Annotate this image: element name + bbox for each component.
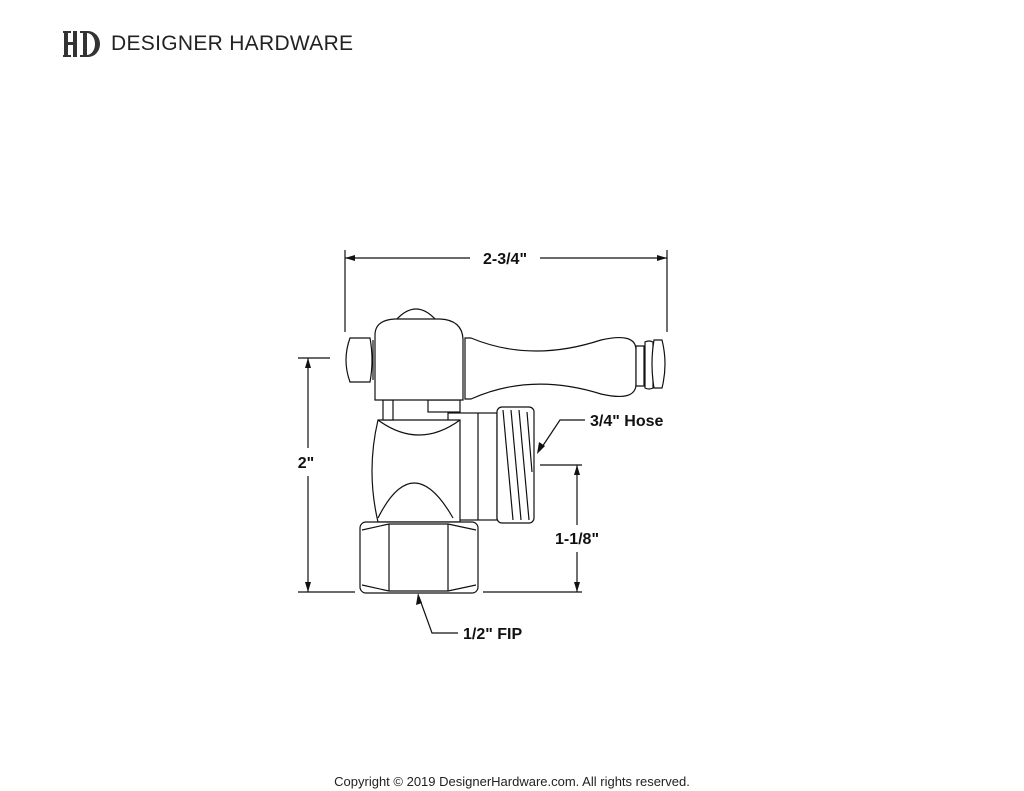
outlet-height-label: 1-1/8" — [555, 531, 599, 548]
width-label: 2-3/4" — [483, 251, 527, 268]
dh-logo — [63, 31, 100, 57]
outlet-height-dimension: 1-1/8" — [483, 464, 599, 593]
brand-header: DESIGNER HARDWARE — [63, 28, 353, 60]
brand-name: DESIGNER HARDWARE — [111, 32, 354, 55]
copyright: Copyright © 2019 DesignerHardware.com. A… — [334, 774, 690, 789]
width-dimension: 2-3/4" — [344, 250, 668, 332]
hose-label: 3/4" Hose — [590, 413, 664, 430]
height-dimension: 2" — [298, 357, 355, 593]
height-label: 2" — [298, 455, 314, 472]
valve-body — [345, 308, 666, 594]
fip-label: 1/2" FIP — [463, 626, 522, 643]
